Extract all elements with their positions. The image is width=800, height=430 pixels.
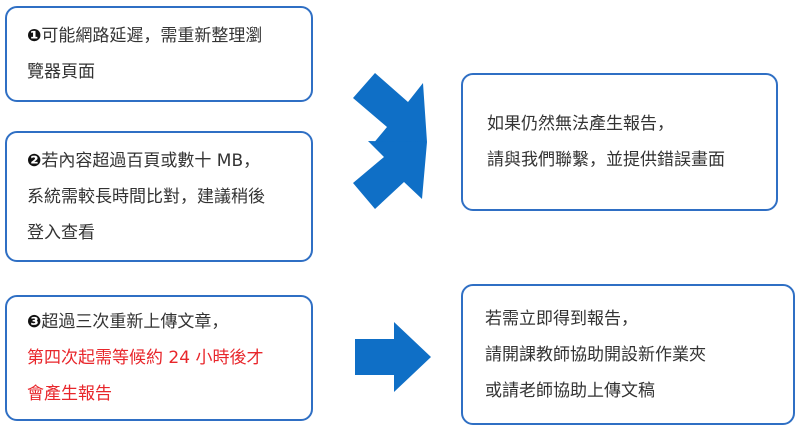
step-3-warning-line-1: 第四次起需等候約 24 小時後才 [27, 348, 264, 368]
step-2-box: ❷若內容超過百頁或數十 MB， 系統需較長時間比對，建議稍後 登入查看 [5, 131, 313, 262]
step-2-line-2: 系統需較長時間比對，建議稍後 [27, 186, 265, 207]
immediate-report-box: 若需立即得到報告， 請開課教師協助開設新作業夾 或請老師協助上傳文稿 [461, 284, 795, 425]
step-2-line-1: ❷若內容超過百頁或數十 MB， [27, 150, 261, 171]
immediate-report-line-2: 請開課教師協助開設新作業夾 [485, 344, 706, 365]
step-2-marker: ❷ [27, 150, 42, 171]
step-3-line-1: ❸超過三次重新上傳文章， [27, 312, 229, 332]
step-3-marker: ❸ [27, 312, 42, 332]
contact-support-line-2: 請與我們聯繫，並提供錯誤畫面 [487, 150, 725, 170]
arrow-down-right-icon [353, 73, 427, 145]
step-3-box: ❸超過三次重新上傳文章， 第四次起需等候約 24 小時後才 會產生報告 [5, 295, 313, 421]
immediate-report-line-1: 若需立即得到報告， [485, 308, 638, 329]
step-2-line-3: 登入查看 [27, 222, 95, 243]
step-3-warning-line-2: 會產生報告 [27, 384, 112, 404]
contact-support-line-1: 如果仍然無法產生報告， [487, 114, 674, 134]
step-1-box: ❶可能網路延遲，需重新整理瀏 覽器頁面 [5, 6, 313, 102]
arrow-up-right-icon [353, 141, 427, 209]
immediate-report-line-3: 或請老師協助上傳文稿 [485, 380, 655, 401]
step-1-line-1: ❶可能網路延遲，需重新整理瀏 [27, 26, 263, 46]
step-1-line-2: 覽器頁面 [27, 62, 95, 82]
contact-support-box: 如果仍然無法產生報告， 請與我們聯繫，並提供錯誤畫面 [461, 73, 778, 211]
arrow-right-icon [355, 322, 431, 392]
step-1-marker: ❶ [27, 26, 42, 46]
